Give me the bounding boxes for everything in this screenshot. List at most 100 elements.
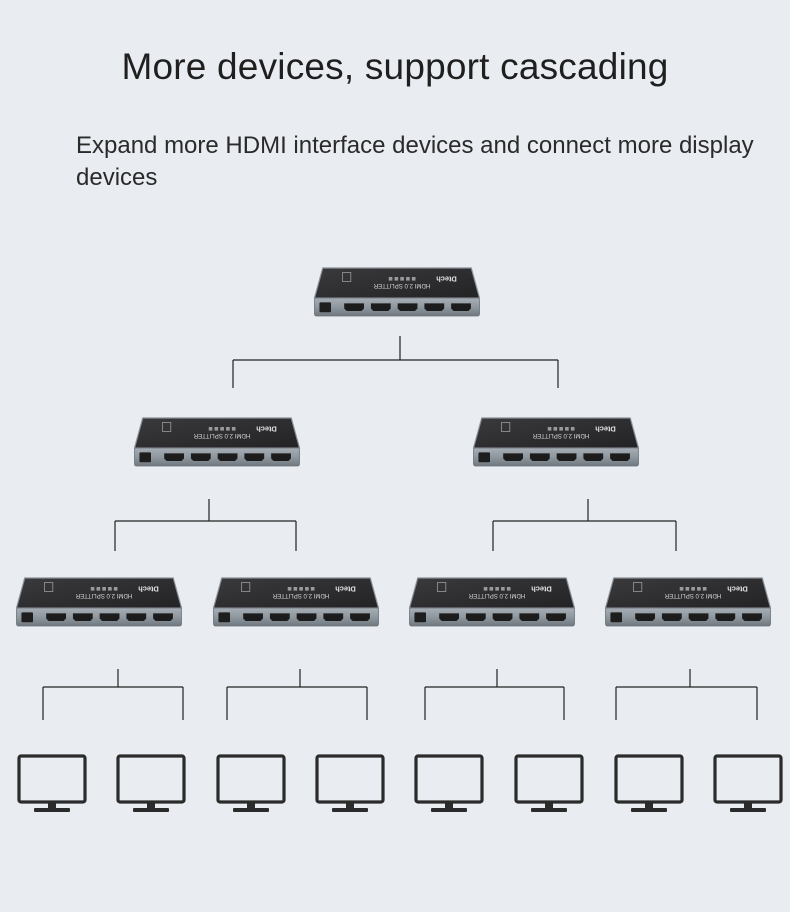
device-model-label: HDMI 2.0 SPLITTER [373, 282, 430, 289]
monitor-stand [431, 808, 467, 812]
monitor-1 [17, 754, 87, 812]
power-jack [478, 452, 490, 463]
monitor-stand [133, 808, 169, 812]
power-jack [414, 612, 426, 623]
status-led [113, 587, 118, 591]
monitor-4 [315, 754, 385, 812]
status-led [559, 427, 563, 431]
status-led [208, 427, 213, 431]
status-led [565, 427, 569, 431]
hdmi-port [465, 613, 486, 621]
hdmi-port [715, 613, 736, 621]
status-led [501, 587, 505, 591]
monitor-screen [216, 754, 286, 804]
hdmi-port [296, 613, 317, 621]
status-led [553, 427, 558, 431]
device-brand-label: Dtech [595, 424, 616, 433]
status-led [547, 427, 552, 431]
monitor-stand [332, 808, 368, 812]
status-led [231, 427, 236, 431]
monitor-2 [116, 754, 186, 812]
device-model-label: HDMI 2.0 SPLITTER [193, 432, 250, 439]
hdmi-port [583, 453, 604, 461]
device-model-label: HDMI 2.0 SPLITTER [532, 432, 589, 439]
monitor-screen [514, 754, 584, 804]
monitor-8 [713, 754, 783, 812]
device-model-label: HDMI 2.0 SPLITTER [272, 592, 329, 599]
status-led [310, 587, 315, 591]
device-brand-label: Dtech [335, 584, 356, 593]
status-led [287, 587, 292, 591]
page-title: More devices, support cascading [121, 46, 669, 87]
monitor-screen [614, 754, 684, 804]
status-led [702, 587, 707, 591]
hdmi-port [546, 613, 566, 621]
connector-level3-4 [615, 669, 758, 720]
power-jack [319, 302, 331, 313]
device-brand-label: Dtech [531, 584, 552, 593]
status-led [411, 277, 416, 281]
monitor-stand [233, 808, 269, 812]
hdmi-port [350, 613, 370, 621]
hdmi-port [72, 613, 93, 621]
device-brand-label: Dtech [256, 424, 277, 433]
status-led [293, 587, 298, 591]
monitor-stand [34, 808, 70, 812]
device-model-label: HDMI 2.0 SPLITTER [468, 592, 525, 599]
monitor-5 [414, 754, 484, 812]
hdmi-port [344, 303, 364, 311]
monitor-stand [730, 808, 766, 812]
connector-level3-2 [226, 669, 368, 720]
connector-level2-right [492, 499, 677, 551]
monitor-screen [713, 754, 783, 804]
monitor-screen [116, 754, 186, 804]
page-subtitle: Expand more HDMI interface devices and c… [76, 132, 754, 191]
monitor-3 [216, 754, 286, 812]
monitor-stand [531, 808, 567, 812]
hdmi-port [370, 303, 391, 311]
status-led [108, 587, 112, 591]
power-jack [218, 612, 230, 623]
monitor-screen [414, 754, 484, 804]
status-led [220, 427, 224, 431]
hdmi-port [661, 613, 682, 621]
monitor-7 [614, 754, 684, 812]
monitor-stand [631, 808, 667, 812]
connector-level1 [232, 336, 559, 388]
monitor-screen [315, 754, 385, 804]
device-model-label: HDMI 2.0 SPLITTER [664, 592, 721, 599]
status-led [489, 587, 494, 591]
status-led [570, 427, 575, 431]
hdmi-port [610, 453, 630, 461]
device-model-label: HDMI 2.0 SPLITTER [75, 592, 132, 599]
status-led [388, 277, 393, 281]
device-brand-label: Dtech [138, 584, 159, 593]
status-led [506, 587, 511, 591]
connector-lines [42, 336, 758, 720]
status-led [679, 587, 684, 591]
status-led [685, 587, 690, 591]
status-led [406, 277, 410, 281]
status-led [90, 587, 95, 591]
power-jack [139, 452, 151, 463]
hdmi-port [503, 453, 523, 461]
hdmi-port [439, 613, 459, 621]
status-led [495, 587, 499, 591]
hdmi-port [397, 303, 418, 311]
status-led [226, 427, 230, 431]
connector-level3-3 [424, 669, 565, 720]
hdmi-port [243, 613, 263, 621]
hdmi-port [635, 613, 655, 621]
display-monitors [17, 754, 783, 812]
status-led [305, 587, 309, 591]
hdmi-port [519, 613, 540, 621]
hdmi-port [217, 453, 238, 461]
